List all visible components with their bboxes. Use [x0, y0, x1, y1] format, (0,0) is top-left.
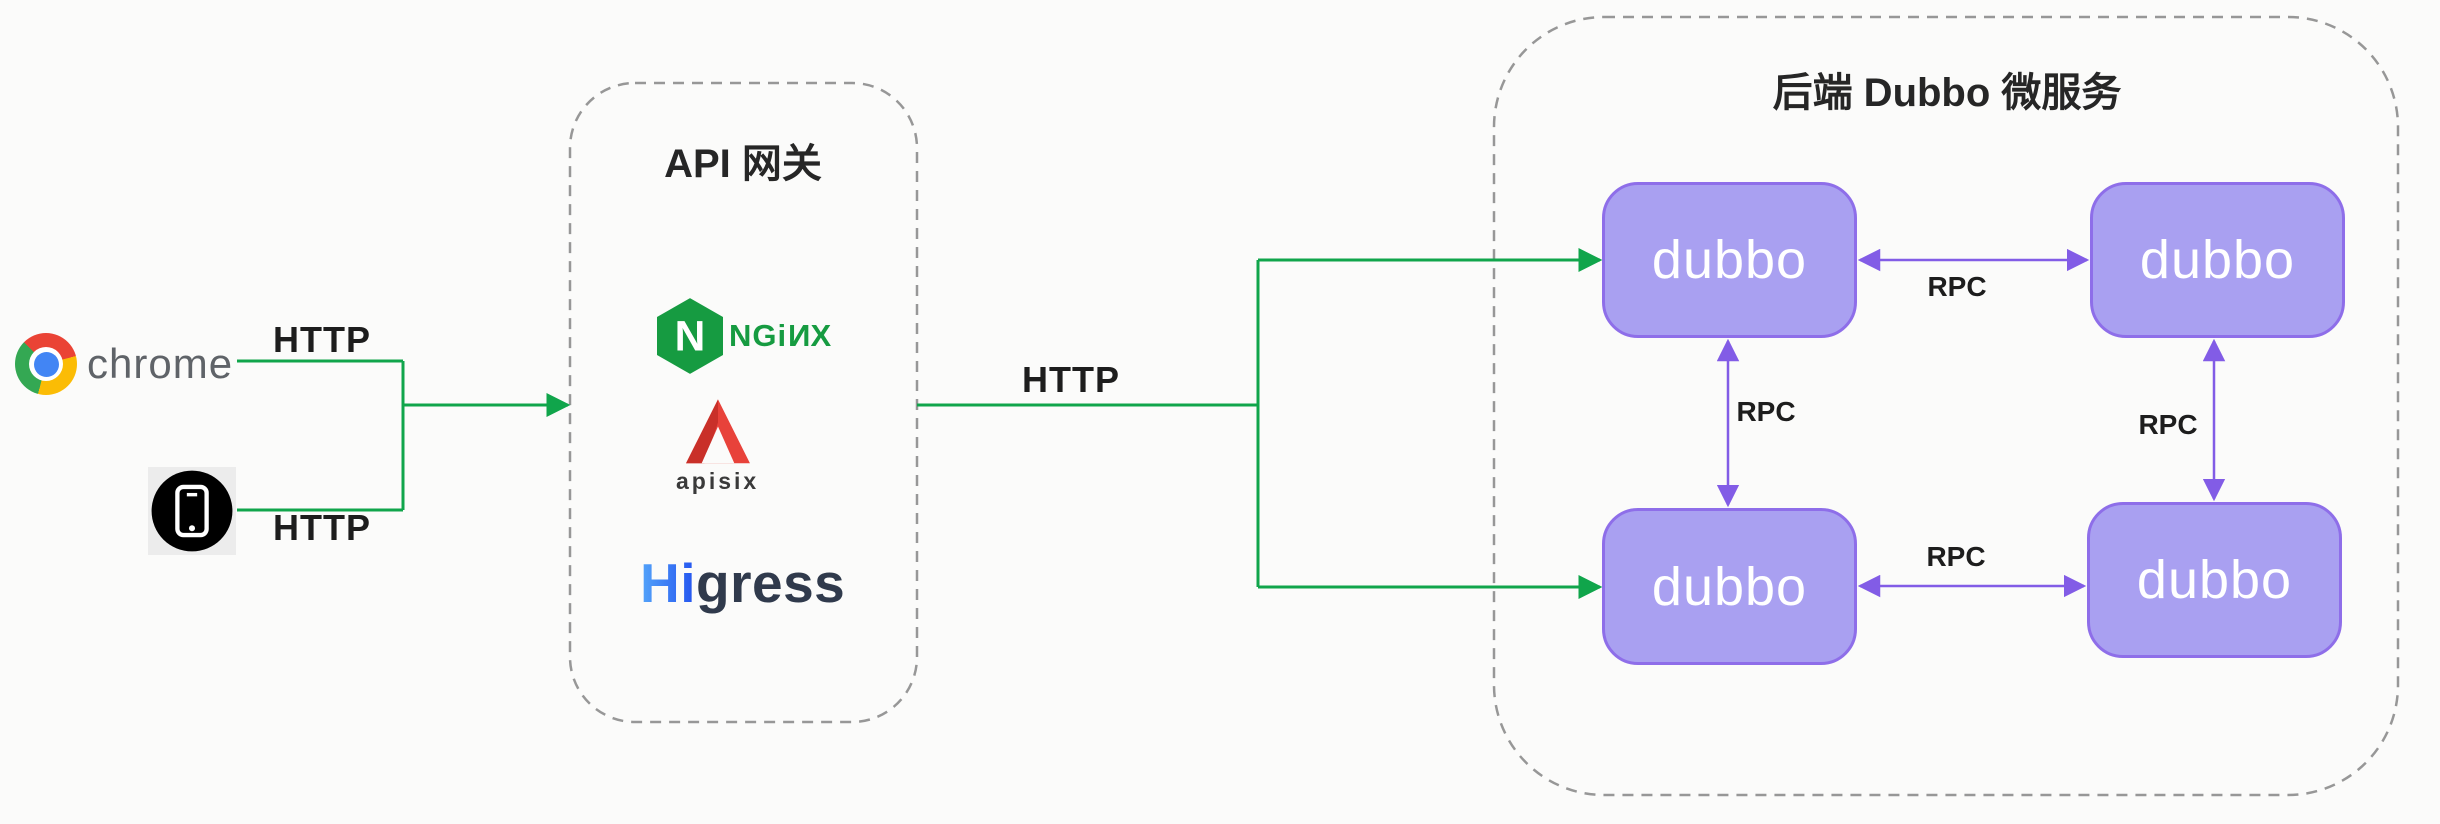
nginx-hex-letter: N	[675, 313, 706, 360]
dubbo-label: dubbo	[1651, 556, 1808, 617]
backend-title: 后端 Dubbo 微服务	[1772, 71, 2122, 115]
rpc-label-left: RPC	[1736, 396, 1796, 427]
dubbo-label: dubbo	[1651, 230, 1808, 290]
apisix-triangle-icon	[685, 399, 750, 464]
apisix-wordmark: apisix	[676, 468, 760, 494]
api-gateway-title: API 网关	[664, 142, 822, 186]
higress-wordmark-gress: gress	[696, 552, 846, 614]
dubbo-service-top-right: dubbo	[2090, 182, 2345, 338]
dubbo-label: dubbo	[2139, 230, 2296, 290]
dubbo-service-top-left: dubbo	[1602, 182, 1857, 338]
http-label-mobile: HTTP	[273, 507, 371, 548]
nginx-hexagon-icon: N	[657, 298, 723, 374]
dubbo-label: dubbo	[2136, 550, 2293, 610]
smartphone-icon	[151, 470, 233, 552]
http-label-gateway-out: HTTP	[1022, 359, 1120, 400]
dubbo-service-bottom-right: dubbo	[2087, 502, 2342, 658]
rpc-label-bottom: RPC	[1926, 541, 1986, 572]
backend-zone	[1492, 15, 2400, 797]
http-label-chrome: HTTP	[273, 319, 371, 360]
higress-wordmark-hi: Hi	[640, 552, 696, 614]
chrome-icon	[15, 333, 77, 395]
higress-logo: Higress	[640, 551, 845, 615]
apisix-logo: apisix	[676, 398, 759, 495]
chrome-client: chrome	[15, 333, 233, 395]
rpc-label-top: RPC	[1927, 271, 1987, 302]
nginx-logo: N NGiNX	[657, 297, 832, 375]
mobile-client	[148, 467, 236, 555]
http-flow-lines	[237, 248, 1603, 599]
dubbo-service-bottom-left: dubbo	[1602, 508, 1857, 665]
rpc-label-right: RPC	[2138, 409, 2198, 440]
chrome-label: chrome	[87, 340, 234, 387]
nginx-wordmark: NGiNX	[729, 318, 833, 353]
